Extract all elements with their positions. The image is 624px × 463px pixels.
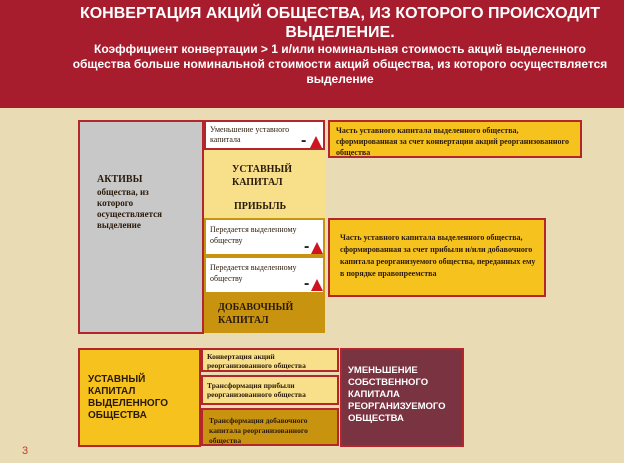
conversion-item-label: Конвертация акций реорганизованного обще… <box>207 352 306 370</box>
profit-transform-box: Трансформация прибыли реорганизованного … <box>201 375 339 405</box>
conversion-item-box: Конвертация акций реорганизованного обще… <box>201 348 339 372</box>
equity-reduction-box: УМЕНЬШЕНИЕ СОБСТВЕННОГО КАПИТАЛА РЕОРГАН… <box>340 348 464 447</box>
additional-capital-box: ДОБАВОЧНЫЙ КАПИТАЛ <box>204 294 325 333</box>
transfer-1-label: Передается выделенному обществу <box>210 225 297 245</box>
charter-capital-label: УСТАВНЫЙ КАПИТАЛ <box>232 164 292 188</box>
profit-box: ПРИБЫЛЬ <box>204 194 325 218</box>
transfer-box-2: Передается выделенному обществу <box>204 256 325 294</box>
transfer-2-label: Передается выделенному обществу <box>210 263 297 283</box>
additional-transform-label: Трансформация добавочного капитала реорг… <box>209 416 308 445</box>
callout-middle: Часть уставного капитала выделенного общ… <box>328 218 546 297</box>
additional-capital-label: ДОБАВОЧНЫЙ КАПИТАЛ <box>218 302 294 326</box>
assets-box: АКТИВЫ общества, из которого осуществляе… <box>78 120 204 334</box>
new-capital-label: УСТАВНЫЙ КАПИТАЛ ВЫДЕЛЕННОГО ОБЩЕСТВА <box>88 374 169 421</box>
minus-sign-1: - <box>301 132 307 149</box>
warning-triangle-1-icon <box>310 136 322 148</box>
profit-label: ПРИБЫЛЬ <box>234 201 287 212</box>
callout-top-text: Часть уставного капитала выделенного общ… <box>336 126 569 157</box>
slide-subtitle: Коэффициент конвертации > 1 и/или номина… <box>72 42 608 86</box>
slide-title: КОНВЕРТАЦИЯ АКЦИЙ ОБЩЕСТВА, ИЗ КОТОРОГО … <box>79 5 601 41</box>
callout-top: Часть уставного капитала выделенного общ… <box>328 120 582 158</box>
charter-capital-box: УСТАВНЫЙ КАПИТАЛ <box>204 150 325 194</box>
reduction-label: Уменьшение уставного капитала <box>210 125 290 144</box>
additional-transform-box: Трансформация добавочного капитала реорг… <box>201 408 339 446</box>
slide-header: КОНВЕРТАЦИЯ АКЦИЙ ОБЩЕСТВА, ИЗ КОТОРОГО … <box>0 0 624 108</box>
transfer-box-1: Передается выделенному обществу <box>204 218 325 256</box>
warning-triangle-3-icon <box>311 279 323 291</box>
minus-sign-2: - <box>304 238 310 255</box>
assets-heading: АКТИВЫ <box>97 174 143 185</box>
reduction-box: Уменьшение уставного капитала <box>204 120 325 150</box>
equity-reduction-label: УМЕНЬШЕНИЕ СОБСТВЕННОГО КАПИТАЛА РЕОРГАН… <box>348 365 446 424</box>
assets-text: общества, из которого осуществляется выд… <box>97 187 163 230</box>
minus-sign-3: - <box>304 275 310 292</box>
profit-transform-label: Трансформация прибыли реорганизованного … <box>207 381 306 399</box>
page-number: 3 <box>22 445 29 457</box>
new-capital-box: УСТАВНЫЙ КАПИТАЛ ВЫДЕЛЕННОГО ОБЩЕСТВА <box>78 348 201 447</box>
callout-middle-text: Часть уставного капитала выделенного общ… <box>340 233 536 278</box>
warning-triangle-2-icon <box>311 242 323 254</box>
